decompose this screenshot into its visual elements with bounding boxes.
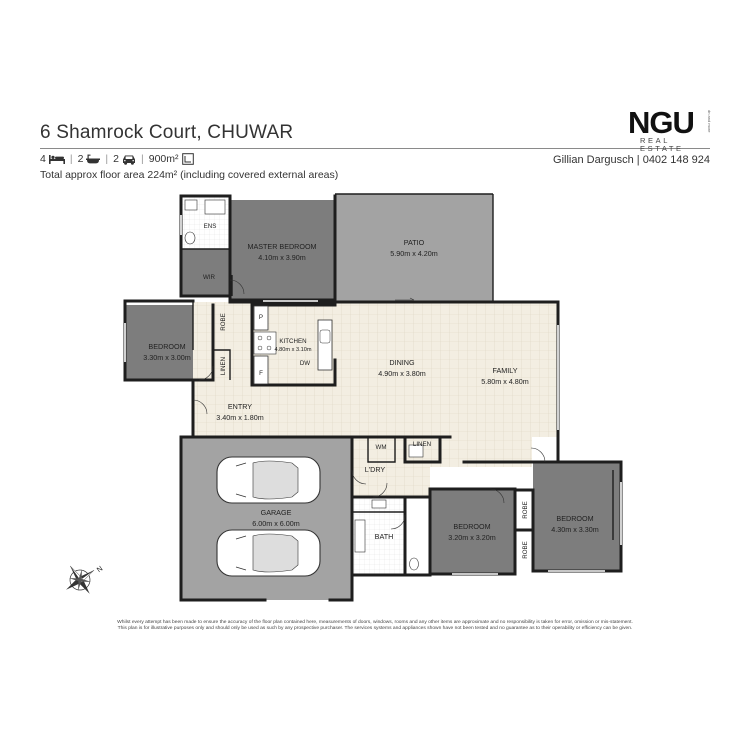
property-address: 6 Shamrock Court, CHUWAR [40, 122, 294, 143]
dining-dimensions: 4.90m x 3.80m [378, 369, 426, 378]
garage-car-2 [216, 529, 321, 577]
land-area-icon [181, 153, 194, 166]
fridge-label: F [259, 370, 263, 377]
compass-north-label: N [95, 564, 104, 574]
agency-logo: NGU REAL ESTATE dn and more [628, 105, 712, 153]
kitchen-label: KITCHEN [279, 338, 306, 345]
family-label: FAMILY [492, 366, 517, 375]
bedroom-right-dimensions: 4.30m x 3.30m [551, 525, 599, 534]
bathroom-count: 2 [77, 153, 84, 166]
wir-label: WIR [203, 274, 216, 281]
car-icon [122, 153, 136, 165]
dishwasher-label: DW [300, 360, 310, 367]
agent-contact: Gillian Dargusch | 0402 148 924 [553, 154, 710, 166]
bedroom-left-label: BEDROOM [148, 342, 185, 351]
ensuite-label: ENS [204, 223, 217, 230]
washing-machine-label: WM [376, 444, 387, 451]
patio-dimensions: 5.90m x 4.20m [390, 249, 438, 258]
family-dimensions: 5.80m x 4.80m [481, 377, 529, 386]
bedroom-right-label: BEDROOM [556, 514, 593, 523]
garage-car-1 [216, 456, 321, 504]
disclaimer-line-1: Whilst every attempt has been made to en… [117, 620, 633, 625]
wir-floor [181, 249, 230, 296]
floor-fills [125, 194, 621, 600]
kitchen-fixtures [253, 305, 333, 385]
room-labels: ENS MASTER BEDROOM 4.10m x 3.90m WIR PAT… [143, 223, 599, 559]
total-floor-area: Total approx floor area 224m² (including… [40, 169, 339, 181]
robe-right-top-floor [515, 490, 533, 530]
property-specs: 4 | 2 | 2 | 900m² [40, 153, 194, 165]
bath-label: BATH [375, 532, 394, 541]
robe-right-bottom-label: ROBE [522, 541, 529, 559]
robe-right-top-label: ROBE [522, 501, 529, 519]
pantry-label: P [259, 314, 263, 321]
linen-mid-label: LINEN [413, 441, 431, 448]
bedroom-mid-dimensions: 3.20m x 3.20m [448, 533, 496, 542]
door-swings [192, 279, 546, 530]
bedroom-right-floor [533, 462, 621, 571]
car-space-count: 2 [113, 153, 119, 166]
garage-dimensions: 6.00m x 6.00m [252, 519, 300, 528]
bed-icon [48, 153, 65, 165]
thin-walls [181, 193, 614, 575]
master-bedroom-floor [230, 200, 335, 300]
entry-label: ENTRY [228, 402, 252, 411]
header-divider [40, 148, 710, 149]
master-bedroom-dimensions: 4.10m x 3.90m [258, 253, 306, 262]
ensuite-fixtures [184, 199, 226, 245]
robe-left-label: ROBE [220, 313, 227, 331]
garage-label: GARAGE [261, 508, 292, 517]
spec-separator: | [69, 153, 73, 166]
windows [124, 215, 622, 575]
logo-small-text: dn and more [707, 110, 712, 133]
spec-separator: | [141, 153, 144, 166]
spec-separator: | [105, 153, 109, 166]
laundry-label: L'DRY [365, 465, 386, 474]
land-area: 900m² [148, 153, 179, 166]
disclaimer-line-2: This plan is for illustrative purposes o… [117, 626, 633, 631]
bath-icon [86, 153, 101, 165]
master-bedroom-label: MASTER BEDROOM [247, 242, 316, 251]
bedroom-mid-label: BEDROOM [453, 522, 490, 531]
bedroom-left-dimensions: 3.30m x 3.00m [143, 353, 191, 362]
patio-floor [335, 194, 493, 302]
logo-wordmark: NGU [628, 105, 695, 140]
logo-tagline: REAL ESTATE [640, 136, 684, 153]
wet-fixtures [354, 444, 424, 571]
patio-label: PATIO [404, 238, 425, 247]
compass-rose-icon [66, 565, 95, 594]
disclaimer: Whilst every attempt has been made to en… [60, 620, 690, 632]
robe-right-bottom-floor [515, 530, 533, 570]
dining-label: DINING [389, 358, 415, 367]
bedroom-mid-floor [430, 489, 515, 574]
kitchen-dimensions: 4.80m x 3.10m [275, 347, 312, 353]
bedroom-count: 4 [40, 153, 46, 166]
linen-left-label: LINEN [220, 357, 227, 375]
entry-dimensions: 3.40m x 1.80m [216, 413, 264, 422]
